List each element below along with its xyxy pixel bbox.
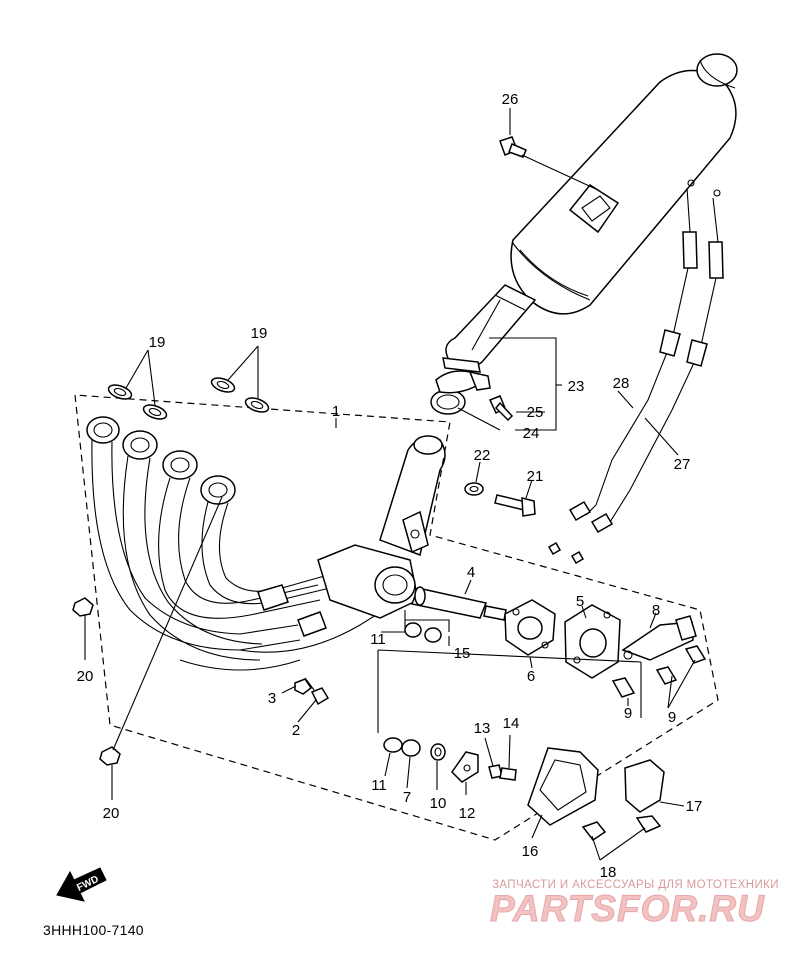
callout-21: 21: [527, 468, 544, 485]
callout-15: 15: [454, 645, 471, 662]
callout-4: 4: [467, 564, 475, 581]
assembly-outline-1: [74, 394, 719, 841]
callout-18: 18: [600, 864, 617, 881]
leader-lines: [84, 108, 696, 861]
callout-16: 16: [522, 843, 539, 860]
callout-10: 10: [430, 795, 447, 812]
callout-12: 12: [459, 805, 476, 822]
diagram-code: 3HHH100-7140: [43, 922, 144, 938]
callout-8: 8: [652, 602, 660, 619]
valve-cover-16-17: [527, 747, 665, 842]
throttle-cables-27-28: [547, 179, 724, 565]
exup-valve-parts: [404, 586, 707, 698]
callout-19b: 19: [251, 325, 268, 342]
nuts-20: [72, 597, 121, 766]
callout-24: 24: [523, 425, 540, 442]
fwd-badge-label: FWD: [75, 874, 100, 894]
callout-23: 23: [568, 378, 585, 395]
callout-9b: 9: [668, 709, 676, 726]
exhaust-header-pipes: [86, 416, 446, 671]
lower-valve-parts: [383, 737, 517, 783]
muffler-bolt: [499, 136, 527, 158]
lower-valve-box: [377, 649, 642, 733]
muffler: [445, 53, 738, 370]
callout-11b: 11: [371, 777, 387, 794]
callout-20b: 20: [103, 805, 120, 822]
callout-20a: 20: [77, 668, 94, 685]
callout-19a: 19: [149, 334, 166, 351]
callout-2: 2: [292, 722, 300, 739]
small-fasteners-2-3: [294, 677, 330, 706]
callout-14: 14: [503, 715, 520, 732]
callout-9a: 9: [624, 705, 632, 722]
callout-11a: 11: [370, 631, 386, 648]
callout-7: 7: [403, 789, 411, 806]
callout-27: 27: [674, 456, 691, 473]
callout-6: 6: [527, 668, 535, 685]
callout-22: 22: [474, 447, 491, 464]
callout-1: 1: [332, 403, 340, 420]
callout-28: 28: [613, 375, 630, 392]
bracket-11-15: [404, 610, 450, 632]
callout-13: 13: [474, 720, 491, 737]
clamp-bolt: [488, 395, 514, 422]
callout-5: 5: [576, 593, 584, 610]
muffler-clamp: [430, 357, 491, 415]
watermark-logo: PARTSFOR.RU: [490, 888, 765, 930]
callout-25: 25: [527, 404, 544, 421]
watermark-caption: ЗАПЧАСТИ И АКСЕССУАРЫ ДЛЯ МОТОТЕХНИКИ: [492, 879, 779, 891]
bolt-21-washer-22: [464, 482, 536, 517]
gaskets-19: [107, 377, 270, 420]
callout-17: 17: [686, 798, 703, 815]
callout-26: 26: [502, 91, 519, 108]
fwd-arrow-icon: FWD: [56, 867, 107, 902]
callout-numbers: 1 2 3 4 5 6 7 8 9 9 10 11 11 12 13 14 15…: [77, 91, 703, 881]
callout-3: 3: [268, 690, 276, 707]
